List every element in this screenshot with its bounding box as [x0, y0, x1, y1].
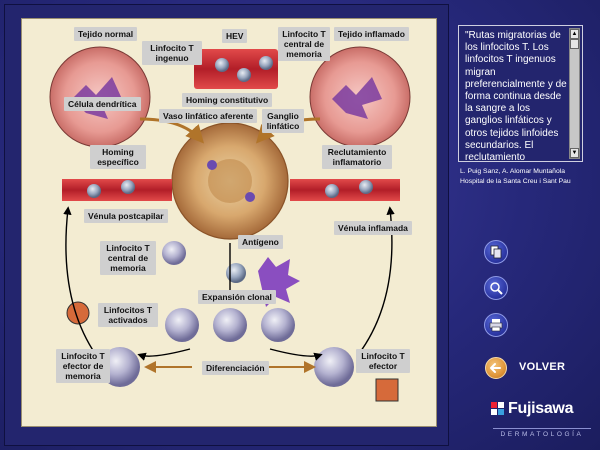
scroll-up-icon[interactable]: ▲ [570, 29, 579, 39]
back-arrow-icon [490, 363, 501, 373]
label-tejido-normal: Tejido normal [74, 27, 138, 41]
brand-name: Fujisawa [508, 400, 574, 417]
scroll-down-icon[interactable]: ▼ [570, 148, 579, 158]
label-linfocito-central-top: Linfocito T central de memoria [278, 27, 330, 61]
label-vaso-linfatico: Vaso linfático aferente [159, 109, 258, 123]
label-efector: Linfocito T efector [356, 349, 410, 373]
label-linfocitos-activados: Linfocitos T activados [98, 303, 158, 327]
back-button[interactable] [485, 357, 507, 379]
label-linfocito-ingenuo: Linfocito T ingenuo [142, 41, 202, 65]
label-venula-postcapilar: Vénula postcapilar [84, 209, 168, 223]
scroll-thumb[interactable] [570, 39, 579, 49]
label-expansion-clonal: Expansión clonal [198, 290, 276, 304]
label-ganglio: Ganglio linfático [262, 109, 304, 133]
copy-icon [490, 245, 502, 259]
postcapillary-venule [62, 179, 172, 201]
back-label[interactable]: VOLVER [519, 361, 566, 373]
print-button[interactable] [484, 313, 508, 337]
label-venula-inflamada: Vénula inflamada [334, 221, 412, 235]
lymphocyte-migration-figure: Tejido normal HEV Linfocito T central de… [21, 18, 437, 427]
print-icon [489, 319, 503, 332]
label-efector-memoria: Linfocito T efector de memoria [56, 349, 110, 383]
label-reclutamiento: Reclutamiento inflamatorio [322, 145, 392, 169]
label-hev: HEV [222, 29, 248, 43]
dendritic-cell-shape-inflamed [332, 77, 382, 119]
label-antigeno: Antígeno [238, 235, 283, 249]
activated-badge [66, 301, 90, 325]
description-panel[interactable]: "Rutas migratorias de los linfocitos T. … [458, 25, 583, 162]
brand-subtitle: DERMATOLOGÍA [493, 428, 591, 440]
inflamed-venule [290, 179, 400, 201]
description-text: "Rutas migratorias de los linfocitos T. … [465, 30, 567, 162]
label-tejido-inflamado: Tejido inflamado [334, 27, 409, 41]
effector-badge [375, 378, 399, 402]
label-linfocito-central-mid: Linfocito T central de memoria [100, 241, 156, 275]
label-celula-dendritica: Célula dendrítica [64, 97, 141, 111]
label-homing-constitutivo: Homing constitutivo [182, 93, 273, 107]
fujisawa-logo-icon [491, 402, 504, 415]
description-scrollbar[interactable]: ▲ ▼ [569, 28, 580, 159]
label-homing-especifico: Homing específico [90, 145, 146, 169]
zoom-button[interactable] [484, 276, 508, 300]
label-diferenciacion: Diferenciación [202, 361, 269, 375]
credit-authors: L. Puig Sanz, A. Alomar Muntañola [460, 168, 566, 175]
copy-button[interactable] [484, 240, 508, 264]
zoom-icon [490, 282, 503, 295]
hev-vessel [194, 49, 278, 89]
credit-hospital: Hospital de la Santa Creu i Sant Pau [460, 178, 571, 185]
